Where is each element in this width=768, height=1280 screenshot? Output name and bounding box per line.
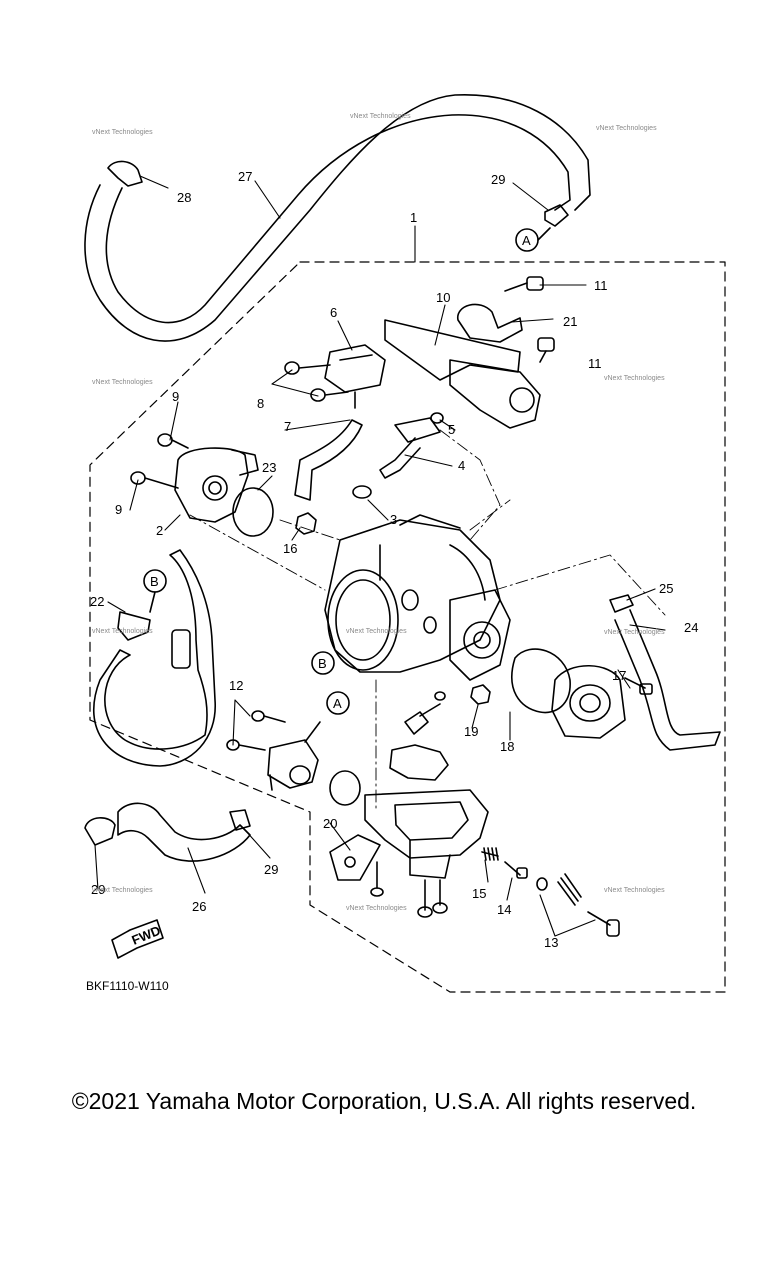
clamp-22 — [117, 611, 151, 641]
callout-3: 3 — [390, 512, 397, 527]
callout-11: 11 — [594, 278, 608, 293]
reference-letters: A A B B — [150, 233, 531, 711]
o-ring-23 — [232, 487, 274, 537]
bracket-10 — [384, 319, 521, 381]
callout-8: 8 — [257, 396, 264, 411]
callout-2: 2 — [156, 523, 163, 538]
callout-23: 23 — [262, 460, 276, 475]
callout-labels: 1234567899101111121314151617181920212223… — [90, 169, 698, 950]
callout-29: 29 — [91, 882, 105, 897]
callout-27: 27 — [238, 169, 252, 184]
callout-4: 4 — [458, 458, 465, 473]
watermark-text: vNext Technologies — [92, 628, 153, 635]
idle-sensor-6 — [324, 344, 386, 409]
plunger-14 — [504, 861, 528, 879]
watermark-text: vNext Technologies — [604, 887, 665, 894]
callout-9: 9 — [115, 502, 122, 517]
callout-11: 11 — [588, 356, 602, 371]
gasket — [389, 744, 449, 781]
watermark-text: vNext Technologies — [604, 375, 665, 382]
gasket-18 — [511, 648, 571, 714]
small-o-ring — [434, 691, 446, 701]
clamp-29-top — [544, 204, 569, 227]
screw-8 — [284, 361, 349, 402]
ref-letter-a: A — [522, 233, 531, 248]
fwd-arrow — [111, 919, 164, 959]
nut-16 — [295, 512, 317, 535]
leader-lines — [94, 175, 666, 937]
ref-circle-b-body — [311, 651, 335, 675]
callout-15: 15 — [472, 886, 486, 901]
callout-10: 10 — [436, 290, 450, 305]
hose-7 — [294, 419, 363, 501]
throttle-stop-unit — [449, 359, 541, 429]
callout-7: 7 — [284, 419, 291, 434]
ref-letter-b: B — [150, 574, 159, 589]
watermark-text: vNext Technologies — [604, 629, 665, 636]
air-screw-13 — [536, 873, 620, 937]
bolts-20 — [370, 861, 448, 918]
hose-b — [92, 549, 216, 767]
throttle-position-sensor-2 — [174, 447, 259, 523]
callout-14: 14 — [497, 902, 511, 917]
diagram-code: BKF1110-W110 — [86, 979, 169, 993]
cover-17 — [551, 664, 626, 739]
watermarks: vNext Technologies vNext Technologies vNex… — [92, 113, 665, 912]
throttle-pulley — [449, 589, 511, 681]
callout-29: 29 — [264, 862, 278, 877]
o-ring — [329, 770, 361, 806]
watermark-text: vNext Technologies — [346, 628, 407, 635]
clamp-21 — [457, 303, 523, 343]
seal-3 — [352, 485, 372, 499]
callout-9: 9 — [172, 389, 179, 404]
screw-9 — [130, 433, 189, 489]
intake-joint-20 — [329, 789, 489, 881]
callout-19: 19 — [464, 724, 478, 739]
watermark-text: vNext Technologies — [596, 125, 657, 132]
callout-12: 12 — [229, 678, 243, 693]
clip-25 — [609, 594, 634, 613]
ref-letter-a: A — [333, 696, 342, 711]
ref-letter-b: B — [318, 656, 327, 671]
hose-b-fitting — [171, 629, 191, 669]
callout-28: 28 — [177, 190, 191, 205]
clamp-29-lower — [229, 809, 251, 831]
callout-6: 6 — [330, 305, 337, 320]
spring-15 — [481, 847, 499, 861]
callout-17: 17 — [612, 668, 626, 683]
copyright-notice: ©2021 Yamaha Motor Corporation, U.S.A. A… — [71, 1088, 697, 1114]
parts-diagram: 1234567899101111121314151617181920212223… — [84, 94, 726, 993]
throttle-body — [324, 514, 501, 673]
ref-circle-a-fitting — [326, 691, 350, 715]
assembly-boundary — [89, 261, 726, 993]
callout-20: 20 — [323, 816, 337, 831]
watermark-text: vNext Technologies — [92, 129, 153, 136]
watermark-text: vNext Technologies — [92, 379, 153, 386]
callout-18: 18 — [500, 739, 514, 754]
callout-1: 1 — [410, 210, 417, 225]
bolt-11-upper — [504, 276, 544, 292]
clamp-28 — [107, 160, 143, 187]
callout-22: 22 — [90, 594, 104, 609]
watermark-text: vNext Technologies — [92, 887, 153, 894]
nut-19 — [470, 684, 491, 705]
hose-27 — [84, 94, 591, 342]
watermark-text: vNext Technologies — [346, 905, 407, 912]
callout-26: 26 — [192, 899, 206, 914]
callout-29: 29 — [491, 172, 505, 187]
callout-16: 16 — [283, 541, 297, 556]
callout-25: 25 — [659, 581, 673, 596]
injector-4 — [379, 412, 444, 479]
callout-13: 13 — [544, 935, 558, 950]
hose-24 — [614, 609, 721, 751]
callout-21: 21 — [563, 314, 577, 329]
callout-5: 5 — [448, 422, 455, 437]
watermark-text: vNext Technologies — [350, 113, 411, 120]
bolt — [404, 703, 441, 735]
bolt-11-lower — [537, 337, 555, 363]
clamp-29-left — [84, 817, 116, 846]
callout-24: 24 — [684, 620, 698, 635]
fitting-12 — [226, 710, 321, 791]
